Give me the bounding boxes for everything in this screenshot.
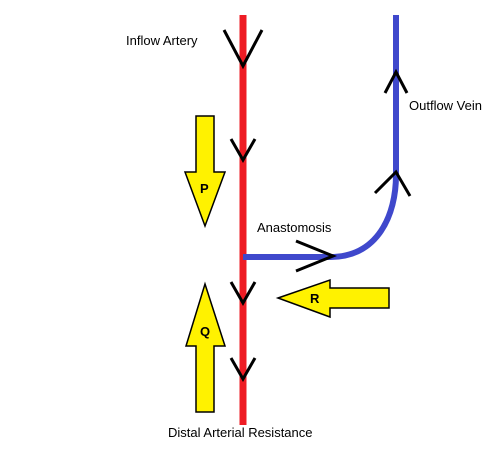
vein-flow-chevron <box>373 169 412 197</box>
vein-line <box>243 15 399 260</box>
anastomosis-flow-chevron <box>295 239 337 273</box>
arrow-p-label: P <box>200 181 209 196</box>
vein-flow-chevron <box>383 68 409 94</box>
arrow-q <box>184 281 227 413</box>
distal-resistance-label: Distal Arterial Resistance <box>168 425 313 440</box>
artery-flow-chevron <box>222 29 264 70</box>
artery-flow-chevron <box>229 281 257 307</box>
artery-flow-chevron <box>229 357 257 383</box>
arrow-r-label: R <box>310 291 320 306</box>
outflow-vein-label: Outflow Vein <box>409 98 482 113</box>
arrow-p <box>183 115 227 229</box>
artery-flow-chevron <box>229 138 257 164</box>
anastomosis-label: Anastomosis <box>257 220 332 235</box>
arrow-r <box>275 278 390 319</box>
arrow-q-label: Q <box>200 324 210 339</box>
inflow-artery-label: Inflow Artery <box>126 33 198 48</box>
